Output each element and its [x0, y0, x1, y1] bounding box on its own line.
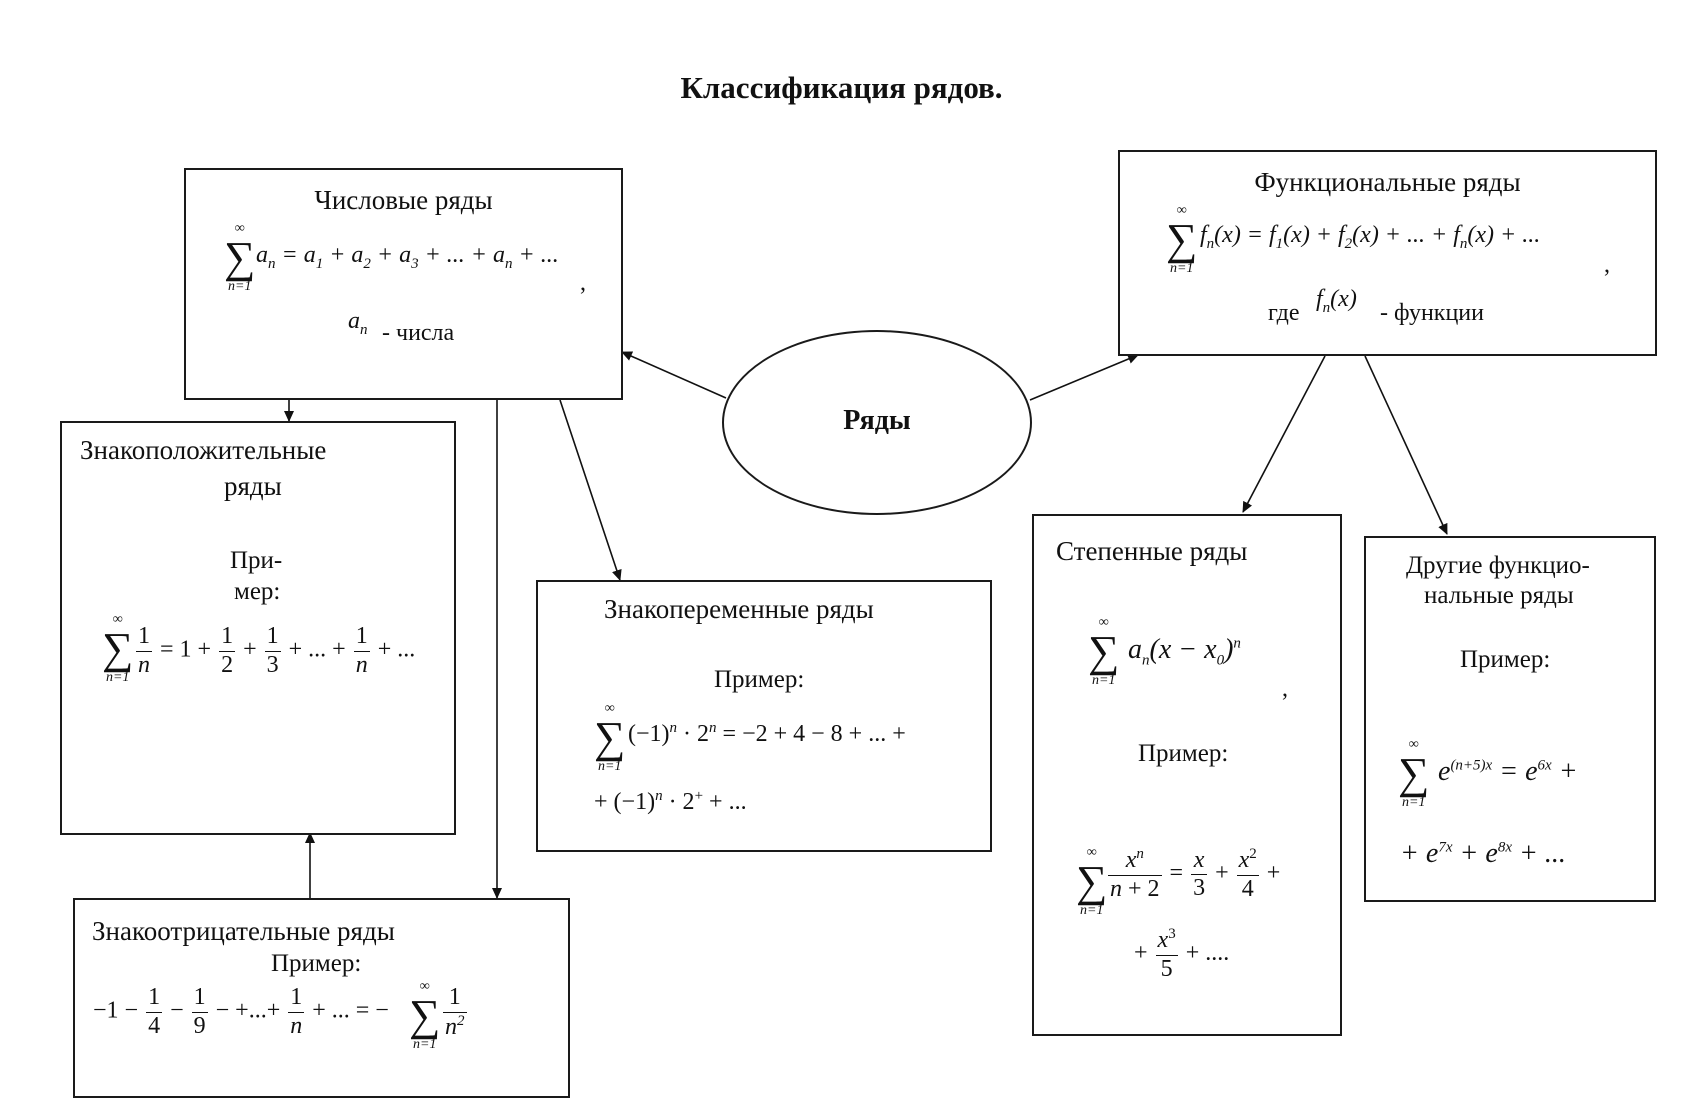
- power-example-label: Пример:: [1138, 740, 1229, 767]
- other-series-title-line2: нальные ряды: [1424, 582, 1574, 609]
- numeric-series-box: Числовые ряды ∞∑n=1 an = a1 + a2 + a3 + …: [184, 168, 623, 400]
- alternating-series-title: Знакопеременные ряды: [604, 594, 874, 624]
- alternating-example-formula-line2: + (−1)n · 2+ + ...: [594, 788, 747, 815]
- arrow-to-other: [1364, 355, 1448, 535]
- functional-comma: ,: [1604, 252, 1610, 278]
- numeric-comma: ,: [580, 270, 586, 296]
- functional-series-title: Функциональные ряды: [1254, 167, 1521, 197]
- alternating-series-box: Знакопеременные ряды Пример: ∞∑n=1 (−1)n…: [536, 580, 992, 852]
- page-title: Классификация рядов.: [680, 70, 1003, 105]
- series-ellipse: [722, 330, 1032, 515]
- functional-fn-symbol: fn(x): [1316, 286, 1357, 316]
- other-series-title-line1: Другие функцио-: [1406, 552, 1590, 579]
- other-example-formula-line1: e(n+5)x = e6x +: [1438, 756, 1578, 787]
- numeric-series-note: - числа: [382, 320, 455, 346]
- alternating-example-label: Пример:: [714, 666, 805, 693]
- negative-example-label: Пример:: [271, 950, 362, 977]
- alternating-example-formula-line1: (−1)n · 2n = −2 + 4 − 8 + ... +: [628, 720, 906, 747]
- functional-note-prefix: где: [1268, 300, 1300, 326]
- negative-series-title: Знакоотрицательные ряды: [92, 916, 395, 946]
- power-comma: ,: [1282, 676, 1288, 702]
- series-label: Ряды: [843, 405, 911, 436]
- positive-series-title-line2: ряды: [224, 471, 282, 501]
- power-series-title: Степенные ряды: [1056, 536, 1248, 566]
- power-sum-symbol: ∞∑n=1: [1088, 615, 1120, 688]
- other-sum-symbol: ∞∑n=1: [1398, 737, 1430, 810]
- positive-series-box: Знакоположительные ряды При- мер: ∞∑n=1 …: [60, 421, 456, 835]
- positive-sum-symbol: ∞∑n=1: [102, 612, 134, 685]
- arrow-to-alternating: [559, 399, 622, 581]
- functional-series-box: Функциональные ряды ∞∑n=1 fn(x) = f1(x) …: [1118, 150, 1657, 356]
- arrow-to-power: [1242, 355, 1326, 513]
- other-series-box: Другие функцио- нальные ряды Пример: ∞∑n…: [1364, 536, 1656, 902]
- numeric-series-formula: an = a1 + a2 + a3 + ... + an + ...: [256, 242, 559, 272]
- arrow-to-numeric: [621, 351, 727, 399]
- power-example-sum-symbol: ∞∑n=1: [1076, 845, 1108, 918]
- arrow-to-functional: [1029, 354, 1139, 401]
- power-series-box: Степенные ряды ∞∑n=1 an(x − x0)n , Приме…: [1032, 514, 1342, 1036]
- other-example-formula-line2: + e7x + e8x + ...: [1400, 838, 1566, 869]
- negative-sum-symbol: ∞∑n=1: [409, 979, 441, 1052]
- numeric-sum-symbol: ∞∑n=1: [224, 221, 256, 294]
- positive-series-title-line1: Знакоположительные: [80, 435, 327, 465]
- positive-example-line2: мер:: [234, 578, 281, 605]
- numeric-an-symbol: an: [348, 308, 368, 338]
- positive-example-line1: При-: [230, 547, 283, 574]
- functional-sum-symbol: ∞∑n=1: [1166, 203, 1198, 276]
- other-example-label: Пример:: [1460, 646, 1551, 673]
- alternating-sum-symbol: ∞∑n=1: [594, 701, 626, 774]
- power-series-formula: an(x − x0)n: [1128, 634, 1241, 669]
- functional-series-formula: fn(x) = f1(x) + f2(x) + ... + fn(x) + ..…: [1200, 222, 1541, 252]
- numeric-series-title: Числовые ряды: [314, 185, 493, 215]
- functional-note: - функции: [1380, 300, 1484, 326]
